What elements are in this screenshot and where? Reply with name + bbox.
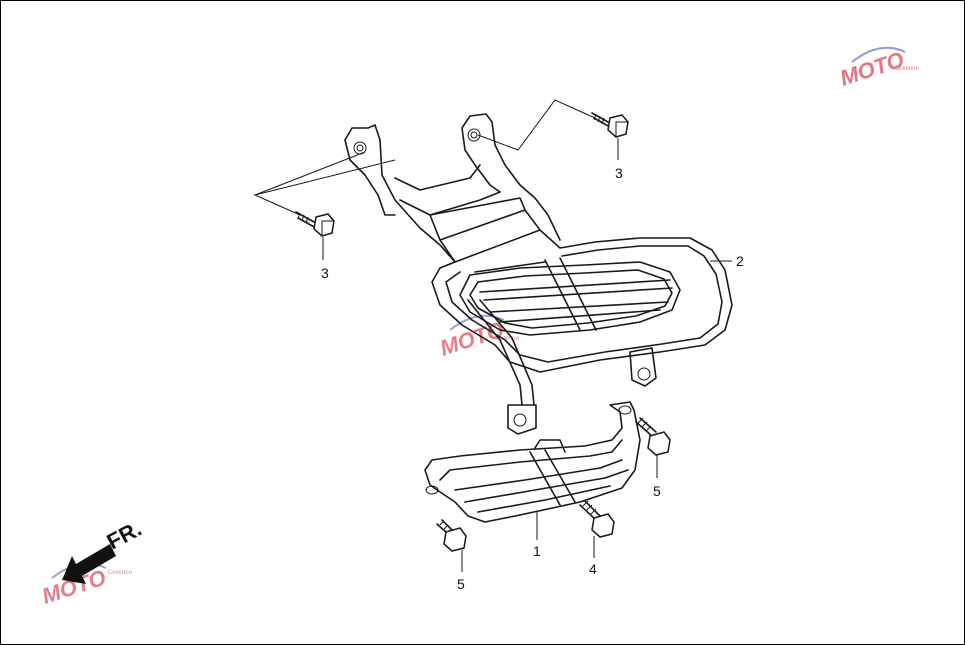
bolt-5-left: [436, 519, 467, 552]
callout-3-top: 3: [615, 165, 623, 181]
callout-2: 2: [736, 253, 744, 269]
bolt-4: [579, 500, 615, 538]
svg-text:Greenoo: Greenoo: [495, 334, 520, 342]
bolt-5-right: [635, 417, 671, 456]
front-direction-arrow-icon: [62, 544, 116, 584]
bolt-3-top: [591, 112, 629, 138]
callout-3-left: 3: [321, 265, 329, 281]
callout-5-left: 5: [457, 576, 465, 592]
callout-4: 4: [589, 561, 597, 577]
watermark-top-right: MOTO Greenoo: [837, 47, 920, 91]
lower-step-bracket: [424, 401, 641, 523]
svg-text:Greenoo: Greenoo: [108, 568, 133, 576]
callout-1: 1: [533, 543, 541, 559]
watermark-center: MOTO Greenoo: [437, 314, 520, 361]
svg-text:Greenoo: Greenoo: [895, 64, 920, 72]
callout-5-right: 5: [653, 483, 661, 499]
rear-carrier-rack: [344, 113, 733, 435]
bolt-3-left: [295, 211, 335, 237]
leader-lines: [253, 99, 732, 572]
